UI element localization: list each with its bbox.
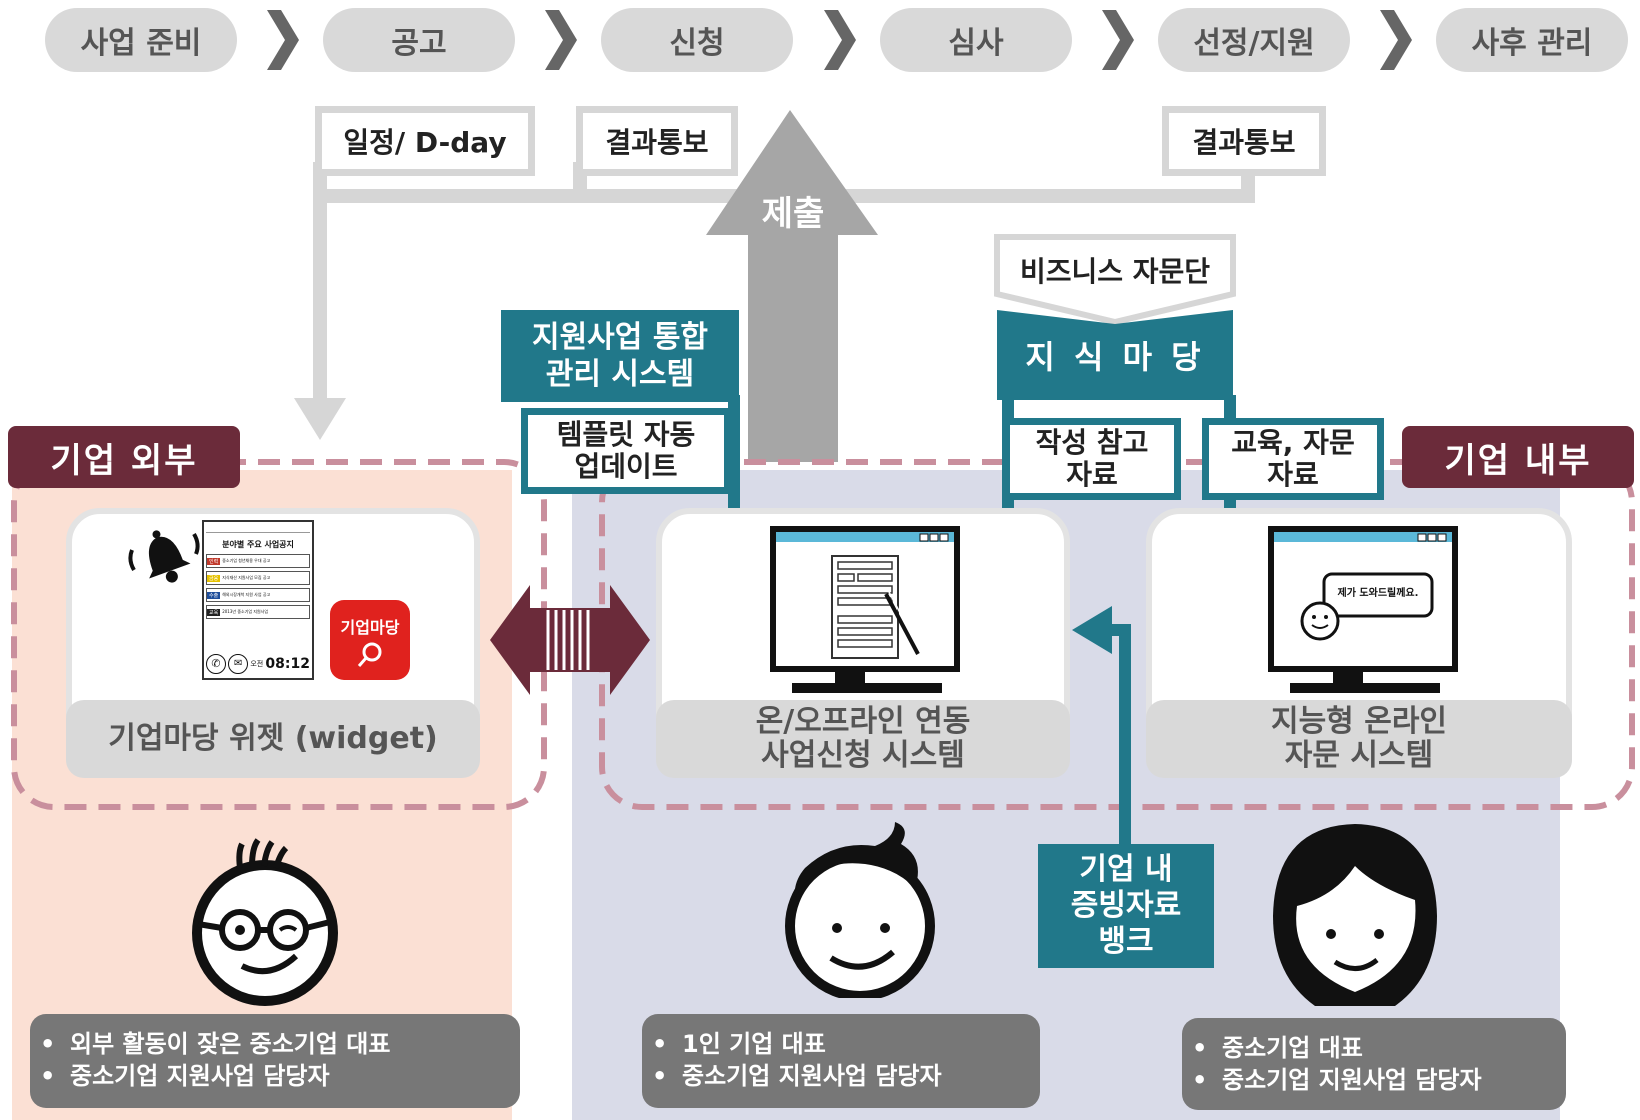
persona-box-solo: 1인 기업 대표 중소기업 지원사업 담당자 [642, 1014, 1040, 1108]
persona-line: 중소기업 지원사업 담당자 [1192, 1064, 1546, 1097]
phone-row-tag: 수출 [207, 591, 221, 599]
step-business-prep: 사업 준비 [45, 8, 237, 72]
advisory-system-line-1: 지능형 온라인 [1270, 703, 1448, 739]
chevron-right-icon [267, 10, 299, 70]
phone-notice-row[interactable]: 수출 해외시장개척 지원 사업 공고 [206, 588, 310, 602]
step-follow-up: 사후 관리 [1436, 8, 1628, 72]
step-review: 심사 [880, 8, 1072, 72]
bell-icon [128, 530, 200, 583]
persona-glasses-face-icon [192, 838, 338, 1006]
phone-row-text: 지식재산 지원사업 모집 공고 [222, 575, 271, 580]
writing-reference-line-1: 작성 참고 [1035, 425, 1149, 459]
evidence-bank-line-2: 증빙자료 [1070, 888, 1182, 923]
chevron-right-icon [824, 10, 856, 70]
application-system-line-1: 온/오프라인 연동 [755, 703, 971, 739]
advisory-board-shape [994, 234, 1236, 324]
phone-time-label: 오전 [250, 660, 264, 668]
persona-box-sme: 중소기업 대표 중소기업 지원사업 담당자 [1182, 1018, 1566, 1110]
knowledge-square-title: 지 식 마 당 [997, 310, 1233, 400]
magnifier-icon [357, 642, 382, 667]
application-system-line-2: 사업신청 시스템 [761, 738, 965, 773]
phone-row-text: 중소기업 청년채용 우대 공고 [222, 558, 271, 563]
widget-label: 기업마당 위젯 (widget) [66, 700, 480, 778]
education-advice-line-2: 자료 [1267, 458, 1319, 491]
persona-line: 중소기업 대표 [1192, 1032, 1546, 1065]
phone-notice-row[interactable]: 인력 중소기업 청년채용 우대 공고 [206, 554, 310, 568]
phone-status-bar [206, 524, 310, 533]
chevron-right-icon [1102, 10, 1134, 70]
external-zone-label: 기업 외부 [8, 426, 240, 488]
integrated-system-line-2: 관리 시스템 [545, 357, 695, 392]
biz-madang-app-icon[interactable]: 기업마당 [330, 600, 410, 680]
writing-reference-line-2: 자료 [1066, 458, 1118, 491]
schedule-dday-box: 일정/ D-day [315, 106, 535, 176]
app-icon-label: 기업마당 [340, 618, 400, 637]
persona-line: 외부 활동이 잦은 중소기업 대표 [40, 1028, 500, 1061]
phone-header: 분야별 주요 사업공지 [222, 540, 294, 549]
submit-label: 제출 [761, 194, 825, 234]
step-selection-support: 선정/지원 [1158, 8, 1350, 72]
step-announcement: 공고 [323, 8, 515, 72]
phone-notice-row[interactable]: 금융 지식재산 지원사업 모집 공고 [206, 571, 310, 585]
advisory-board-label: 비즈니스 자문단 [1019, 255, 1211, 288]
phone-time: 08:12 [265, 656, 310, 672]
monitor-chatbot-icon [1268, 526, 1458, 693]
education-advice-line-1: 교육, 자문 [1231, 425, 1355, 459]
step-application: 신청 [601, 8, 793, 72]
template-update-line-2: 업데이트 [574, 450, 678, 483]
phone-row-text: 2013년 중소기업 지원사업 [222, 609, 269, 614]
phone-row-text: 해외시장개척 지원 사업 공고 [222, 592, 271, 597]
integrated-system-line-1: 지원사업 통합 [531, 319, 709, 355]
internal-zone-label: 기업 내부 [1402, 426, 1634, 488]
persona-woman-face-icon [1273, 824, 1437, 1006]
chevron-right-icon [545, 10, 577, 70]
persona-box-external: 외부 활동이 잦은 중소기업 대표 중소기업 지원사업 담당자 [30, 1014, 520, 1108]
advisory-system-line-2: 자문 시스템 [1284, 738, 1434, 773]
monitor-form-icon [770, 526, 960, 693]
phone-row-tag: 교육 [207, 608, 221, 616]
persona-line: 1인 기업 대표 [652, 1028, 1020, 1061]
phone-bottom-bar: ✆ ✉ 오전 08:12 [206, 654, 310, 674]
persona-line: 중소기업 지원사업 담당자 [652, 1060, 1020, 1093]
persona-young-man-face-icon [785, 822, 935, 998]
evidence-bank-line-3: 뱅크 [1098, 924, 1154, 959]
mail-icon[interactable]: ✉ [228, 654, 249, 674]
chatbot-speech-bubble: 제가 도와드릴께요. [1337, 588, 1419, 599]
result-notice-box: 결과통보 [576, 106, 738, 176]
evidence-bank-line-1: 기업 내 [1079, 852, 1173, 887]
persona-line: 중소기업 지원사업 담당자 [40, 1060, 500, 1093]
phone-row-tag: 인력 [207, 557, 221, 565]
phone-screen: 분야별 주요 사업공지 인력 중소기업 청년채용 우대 공고 금융 지식재산 지… [202, 520, 314, 680]
chevron-right-icon [1380, 10, 1412, 70]
template-update-line-1: 템플릿 자동 [556, 417, 696, 451]
phone-row-tag: 금융 [207, 574, 221, 582]
phone-call-icon[interactable]: ✆ [206, 654, 226, 674]
phone-notice-row[interactable]: 교육 2013년 중소기업 지원사업 [206, 605, 310, 619]
result-notice-box-2: 결과통보 [1162, 106, 1326, 176]
